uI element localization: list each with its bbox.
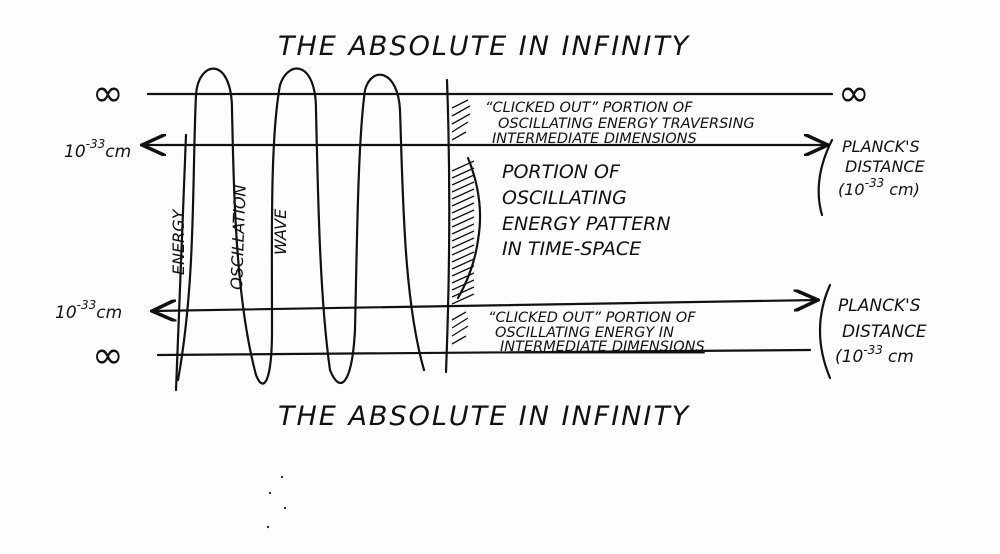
clicked-out-bottom: “CLICKED OUT” PORTION OF OSCILLATING ENE… — [488, 310, 705, 355]
infinity-symbol-bottom-left: ∞ — [92, 333, 124, 377]
hatch-stroke — [451, 286, 475, 298]
svg-text:INTERMEDIATE DIMENSIONS: INTERMEDIATE DIMENSIONS — [492, 131, 697, 147]
boundary-line — [444, 78, 451, 374]
hatch-stroke — [451, 258, 475, 270]
infinity-line-bottom — [156, 348, 812, 357]
hatch-stroke — [451, 230, 475, 242]
hatch-stroke — [451, 174, 475, 186]
svg-text:IN TIME-SPACE: IN TIME-SPACE — [502, 238, 641, 260]
wave-left-stroke — [176, 93, 198, 382]
hatch-stroke — [451, 181, 475, 193]
svg-text:PLANCK'S: PLANCK'S — [838, 296, 921, 316]
svg-text:(10-33cm): (10-33cm) — [838, 176, 920, 199]
hatch-stroke — [451, 244, 475, 256]
hatch-stroke — [451, 237, 475, 249]
svg-text:DISTANCE: DISTANCE — [842, 322, 927, 342]
hatch-stroke — [451, 223, 475, 235]
hatch-stroke — [451, 167, 475, 179]
svg-text:OSCILLATING ENERGY IN: OSCILLATING ENERGY IN — [495, 325, 674, 341]
label-oscillation: OSCILLATION — [227, 184, 250, 290]
hatch-stroke — [451, 272, 475, 284]
svg-text:PORTION OF: PORTION OF — [502, 161, 621, 183]
svg-text:DISTANCE: DISTANCE — [845, 157, 926, 176]
title-top: THE ABSOLUTE IN INFINITY — [278, 31, 691, 62]
hatch-top — [451, 99, 471, 141]
svg-text:OSCILLATING: OSCILLATING — [502, 187, 627, 209]
stray-marks — [266, 475, 287, 529]
svg-text:ENERGY PATTERN: ENERGY PATTERN — [502, 213, 671, 235]
brace-top — [817, 138, 834, 217]
planck-label-bottom-left: 10-33cm — [55, 298, 122, 323]
svg-text:“CLICKED OUT” PORTION OF: “CLICKED OUT” PORTION OF — [485, 100, 693, 116]
hatch-stroke — [451, 188, 475, 200]
svg-text:OSCILLATING ENERGY TRAVERSING: OSCILLATING ENERGY TRAVERSING — [498, 116, 755, 132]
left-axis-line — [174, 133, 188, 392]
hatch-middle-outline — [456, 156, 482, 300]
time-space-portion: PORTION OF OSCILLATING ENERGY PATTERN IN… — [502, 161, 671, 260]
hatch-stroke — [451, 251, 475, 263]
hatch-stroke — [451, 293, 475, 305]
brace-bottom — [818, 283, 832, 380]
hatch-stroke — [451, 209, 475, 221]
hatch-stroke — [451, 216, 475, 228]
infinity-symbol-right: ∞ — [838, 71, 870, 115]
planck-label-top-left: 10-33cm — [64, 137, 131, 162]
hatch-bottom — [451, 311, 469, 345]
hatch-stroke — [451, 265, 475, 277]
oscillation-wave — [194, 67, 426, 385]
label-energy: ENERGY — [169, 208, 188, 275]
clicked-out-top: “CLICKED OUT” PORTION OF OSCILLATING ENE… — [485, 100, 755, 147]
infinity-symbol-top-left: ∞ — [92, 71, 124, 115]
hatch-stroke — [451, 202, 475, 214]
hatch-middle — [451, 160, 475, 305]
label-wave: WAVE — [271, 208, 290, 255]
svg-text:INTERMEDIATE DIMENSIONS: INTERMEDIATE DIMENSIONS — [500, 339, 705, 355]
planck-line-bottom — [152, 300, 818, 311]
hatch-stroke — [451, 195, 475, 207]
svg-text:“CLICKED OUT” PORTION OF: “CLICKED OUT” PORTION OF — [488, 310, 696, 326]
title-bottom: THE ABSOLUTE IN INFINITY — [278, 401, 691, 432]
svg-text:(10-33cm: (10-33cm — [835, 343, 914, 367]
svg-text:PLANCK'S: PLANCK'S — [842, 137, 920, 156]
hatch-stroke — [451, 279, 475, 291]
